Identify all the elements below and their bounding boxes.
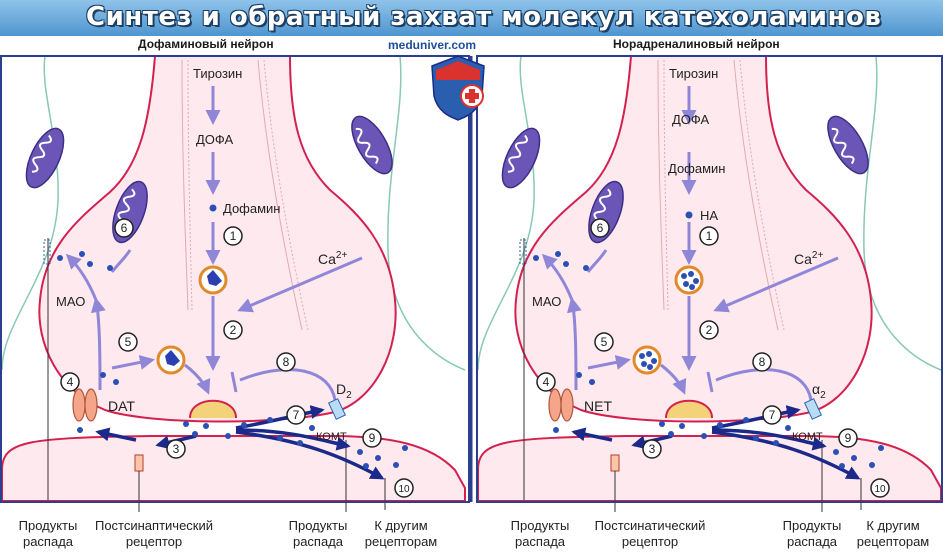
left-other-receptors-label: К другим рецепторам [356,518,446,550]
left-calcium-sup: 2+ [336,250,348,261]
right-step-label-10: 10 [874,484,886,495]
right-products-label-1: Продукты распада [502,518,578,550]
left-step-circle-8 [276,352,296,372]
right-receptor-base: α [812,381,820,397]
left-step-circle-3 [166,439,186,459]
right-panel-header: Норадреналиновый нейрон [613,37,780,51]
right-step-label-6: 6 [597,221,604,235]
right-step-circle-5 [594,332,614,352]
left-step-label-2: 2 [230,323,237,337]
left-label-komt: КОМТ [316,431,347,443]
left-label-tyrosine: Тирозин [193,66,242,81]
right-step-label-1: 1 [706,229,713,243]
right-other-receptors-label: К другим рецепторам [848,518,938,550]
left-products-text-2: Продукты распада [288,518,348,549]
right-step-label-3: 3 [649,442,656,456]
left-products-text-1: Продукты распада [18,518,78,549]
right-step-circle-2 [699,320,719,340]
right-calcium-base: Ca [794,251,812,267]
right-neuron-diagram [478,56,943,512]
left-step-label-7: 7 [293,408,300,422]
right-label-mao: МАО [532,294,561,309]
right-step-circle-9 [838,428,858,448]
left-label-dopamine: Дофамин [223,201,280,216]
right-postsynaptic-text: Постсинатический рецептор [594,518,706,549]
left-step-label-1: 1 [230,229,237,243]
right-step-circle-1 [699,226,719,246]
right-step-circle-8 [752,352,772,372]
right-receptor-sub: 2 [820,390,826,401]
left-products-label-1: Продукты распада [10,518,86,550]
left-postsynaptic-label: Постсинаптический рецептор [84,518,224,550]
right-step-circle-3 [642,439,662,459]
left-step-label-6: 6 [121,221,128,235]
left-step-label-3: 3 [173,442,180,456]
right-label-calcium: Ca2+ [794,250,823,267]
right-products-text-1: Продукты распада [510,518,570,549]
left-step-label-10: 10 [398,484,410,495]
right-postsynaptic-label: Постсинатический рецептор [580,518,720,550]
right-label-receptor: α2 [812,381,826,401]
left-panel-header: Дофаминовый нейрон [138,37,274,51]
left-step-circle-7 [286,405,306,425]
right-step-label-7: 7 [769,408,776,422]
right-step-circle-7 [762,405,782,425]
left-label-receptor: D2 [336,381,352,401]
left-step-label-4: 4 [67,375,74,389]
left-step-circle-1 [223,226,243,246]
right-step-label-2: 2 [706,323,713,337]
right-step-circle-10 [870,478,890,498]
watermark-logo-icon [431,55,485,121]
right-step-label-8: 8 [759,355,766,369]
left-step-circle-6 [114,218,134,238]
left-label-dopa: ДОФА [196,132,234,147]
right-label-tyrosine: Тирозин [669,66,718,81]
left-label-calcium: Ca2+ [318,250,347,267]
left-step-circle-10 [394,478,414,498]
watermark: meduniver.com [388,38,477,52]
right-label-na: НА [700,208,718,223]
left-receptor-sub: 2 [346,390,352,401]
left-products-label-2: Продукты распада [280,518,356,550]
left-label-transporter: DAT [108,398,135,414]
page-title: Синтез и обратный захват молекул катехол… [86,2,882,32]
left-label-mao: МАО [56,294,85,309]
right-step-label-4: 4 [543,375,550,389]
left-step-circle-4 [60,372,80,392]
right-products-label-2: Продукты распада [774,518,850,550]
left-step-label-5: 5 [125,335,132,349]
left-step-circle-5 [118,332,138,352]
right-other-receptors-text: К другим рецепторам [856,518,930,549]
right-label-komt: КОМТ [792,431,823,443]
left-step-label-9: 9 [369,431,376,445]
left-step-label-8: 8 [283,355,290,369]
left-step-circle-2 [223,320,243,340]
right-step-label-5: 5 [601,335,608,349]
right-label-dopa: ДОФА [672,112,710,127]
left-neuron-diagram [2,56,467,512]
right-label-transporter: NET [584,398,612,414]
step-markers: 1 2 3 4 5 6 7 8 9 10 1 2 3 4 5 6 7 8 9 10 [60,218,890,498]
right-step-circle-4 [536,372,556,392]
right-label-dopamine: Дофамин [668,161,725,176]
right-step-label-9: 9 [845,431,852,445]
right-step-circle-6 [590,218,610,238]
left-other-receptors-text: К другим рецепторам [364,518,438,549]
left-postsynaptic-text: Постсинаптический рецептор [94,518,214,549]
title-bar: Синтез и обратный захват молекул катехол… [0,0,943,36]
left-step-circle-9 [362,428,382,448]
left-calcium-base: Ca [318,251,336,267]
right-products-text-2: Продукты распада [782,518,842,549]
right-calcium-sup: 2+ [812,250,824,261]
left-receptor-base: D [336,381,346,397]
